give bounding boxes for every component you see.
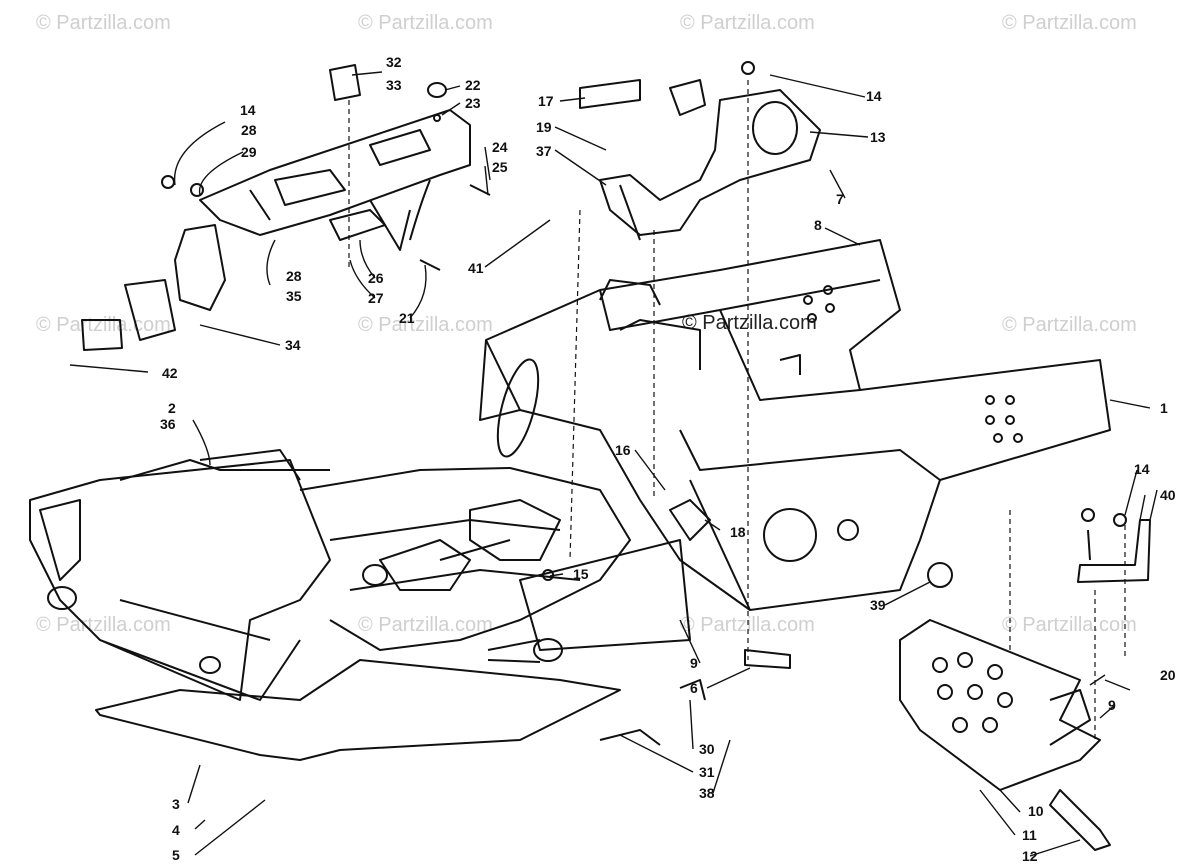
upper-rail-part (199, 64, 491, 271)
callout-38: 38 (699, 785, 715, 801)
watermark-mid-2: © Partzilla.com (358, 314, 493, 336)
callout-9a: 9 (690, 655, 698, 671)
watermark-top-3: © Partzilla.com (680, 12, 815, 34)
callout-3: 3 (172, 796, 180, 812)
front-bumper-part (29, 449, 388, 701)
rear-bracket-part (579, 61, 821, 241)
callout-12: 12 (1022, 848, 1038, 864)
callout-40: 40 (1160, 487, 1176, 503)
callout-28b: 28 (286, 268, 302, 284)
callout-25: 25 (492, 159, 508, 175)
callout-35: 35 (286, 288, 302, 304)
callout-20: 20 (1160, 667, 1176, 683)
watermark-low-2: © Partzilla.com (358, 614, 493, 636)
belly-pan-part (95, 659, 621, 761)
callout-39: 39 (870, 597, 886, 613)
callout-1: 1 (1160, 400, 1168, 416)
callout-17: 17 (538, 93, 554, 109)
callout-28a: 28 (241, 122, 257, 138)
watermark-center: © Partzilla.com (682, 312, 817, 334)
callout-8: 8 (814, 217, 822, 233)
callout-13: 13 (870, 129, 886, 145)
callout-9b: 9 (1108, 697, 1116, 713)
alignment-lines (348, 80, 1126, 740)
side-bracket-part (81, 175, 226, 351)
center-frame-part (299, 467, 691, 663)
callout-22: 22 (465, 77, 481, 93)
callout-32: 32 (386, 54, 402, 70)
callout-14a: 14 (866, 88, 882, 104)
strap-part (1049, 789, 1111, 851)
leader-lines (69, 71, 1158, 857)
watermark-top-1: © Partzilla.com (36, 12, 171, 34)
callout-27: 27 (368, 290, 384, 306)
callout-42: 42 (162, 365, 178, 381)
callout-4: 4 (172, 822, 180, 838)
callout-6: 6 (690, 680, 698, 696)
callout-29: 29 (241, 144, 257, 160)
watermark-top-4: © Partzilla.com (1002, 12, 1137, 34)
callout-34: 34 (285, 337, 301, 353)
watermark-low-3: © Partzilla.com (680, 614, 815, 636)
callout-14c: 14 (240, 102, 256, 118)
skid-plate-part (899, 619, 1101, 791)
watermark-mid-4: © Partzilla.com (1002, 314, 1137, 336)
callout-19: 19 (536, 119, 552, 135)
callout-14b: 14 (1134, 461, 1150, 477)
watermark-top-2: © Partzilla.com (358, 12, 493, 34)
callout-23: 23 (465, 95, 481, 111)
callout-11: 11 (1022, 827, 1037, 843)
callout-10: 10 (1028, 803, 1044, 819)
callout-26: 26 (368, 270, 384, 286)
callout-36: 36 (160, 416, 176, 432)
watermark-low-1: © Partzilla.com (36, 614, 171, 636)
callout-37: 37 (536, 143, 552, 159)
callout-21: 21 (399, 310, 415, 326)
rod-part (1077, 508, 1151, 583)
callout-33: 33 (386, 77, 402, 93)
watermark-low-4: © Partzilla.com (1002, 614, 1137, 636)
callout-numbers: 1 2 36 3 4 5 6 7 8 9 9 10 11 12 13 14 14… (160, 54, 1176, 864)
callout-5: 5 (172, 847, 180, 863)
callout-16: 16 (615, 442, 631, 458)
callout-2: 2 (168, 400, 176, 416)
callout-7: 7 (836, 191, 844, 207)
callout-18: 18 (730, 524, 746, 540)
callout-30: 30 (699, 741, 715, 757)
callout-15: 15 (573, 566, 589, 582)
callout-24: 24 (492, 139, 508, 155)
callout-31: 31 (699, 764, 715, 780)
main-frame-part (479, 239, 1111, 611)
callout-41: 41 (468, 260, 484, 276)
